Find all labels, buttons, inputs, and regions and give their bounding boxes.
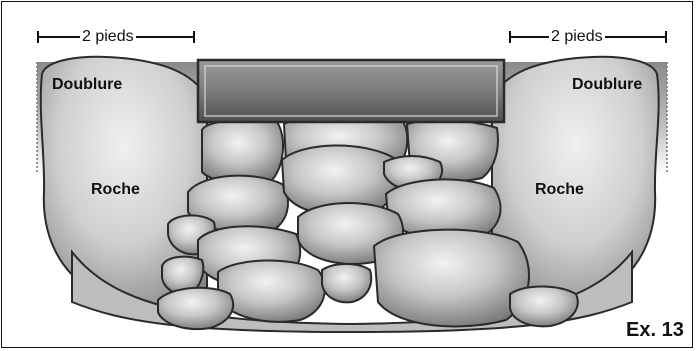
- stone: [374, 230, 529, 327]
- liner-label-left: Doublure: [52, 77, 122, 93]
- liner-label-right: Doublure: [572, 77, 642, 93]
- stone: [510, 287, 578, 327]
- rock-label-right: Roche: [535, 182, 584, 198]
- stone: [158, 288, 233, 329]
- stone: [202, 120, 283, 183]
- rock-bed-diagram: [2, 2, 693, 348]
- chamber-pipe: [198, 60, 504, 122]
- stone: [218, 260, 325, 321]
- dimension-label-right: 2 pieds: [549, 29, 605, 45]
- example-number: Ex. 13: [626, 320, 684, 340]
- rock-label-left: Roche: [91, 182, 140, 198]
- dimension-label-left: 2 pieds: [80, 29, 136, 45]
- stone: [322, 264, 371, 302]
